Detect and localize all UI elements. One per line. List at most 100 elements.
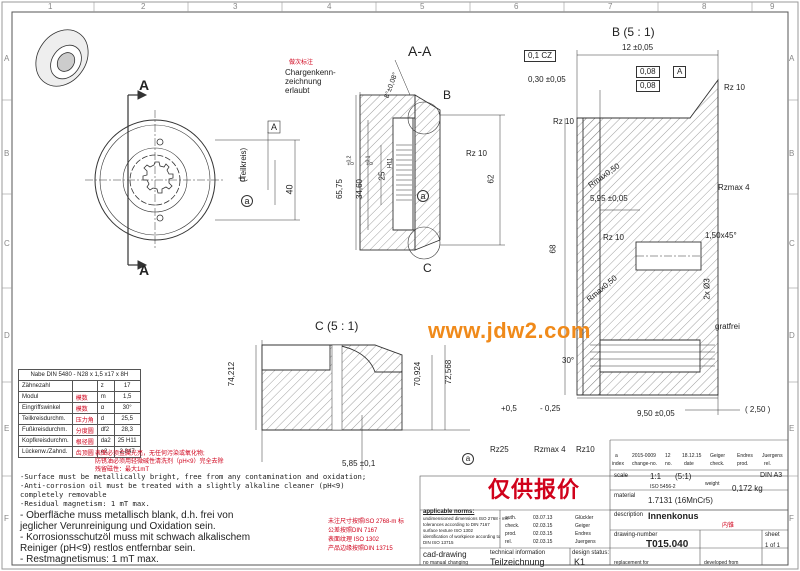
note-en-3: completely removable (20, 490, 107, 499)
dim-950: 9,50 ±0,05 (637, 409, 675, 418)
rev-h-no: no. (665, 461, 672, 467)
description-value: Innenkonus (648, 511, 699, 521)
note-red-small-4: 产品边缘按照DIN 13715 (328, 546, 393, 552)
scale-label: scale (614, 473, 629, 479)
dim-72: 72,568 (444, 359, 454, 385)
nabe-name: Zähnezahl (18, 380, 73, 392)
grid-row-a-right: A (789, 54, 795, 63)
rev-h-prod: prod. (737, 461, 749, 467)
roughness-rz25: Rz25 (490, 445, 509, 454)
nabe-sym: α (96, 402, 115, 414)
nabe-val: 25 H11 (113, 435, 141, 447)
dim-250: ( 2,50 ) (745, 405, 771, 414)
note-de-2: jeglicher Verunreinigung und Oxidation s… (20, 521, 216, 532)
grid-row-a: A (4, 54, 10, 63)
rev-h-change: change-no. (632, 461, 658, 467)
norms-line-5: DIN ISO 13715 (423, 540, 454, 545)
circularity-ref: A (673, 66, 687, 78)
design-status: K1 (574, 557, 586, 567)
rzmax4-b: Rzmax 4 (718, 183, 750, 192)
nabe-sym: z (96, 380, 115, 392)
grid-col-6: 6 (514, 2, 519, 11)
surface-a-section: a (417, 190, 429, 202)
nabe-name: Modul (18, 391, 73, 403)
nabe-cn: 压力角 (71, 413, 98, 425)
weight-value: 0,172 kg (732, 484, 763, 493)
applicable-norms: applicable norms: (423, 509, 475, 515)
norms-line-1: undimensioned dimensions ISO 2768 - mK (423, 516, 509, 521)
rev-no: 12 (665, 453, 671, 459)
norms-line-4: identification of workpiece according to (423, 534, 501, 539)
grid-col-7: 7 (608, 2, 613, 11)
scale-alt: (5:1) (675, 472, 692, 481)
dim-70: 70,924 (413, 361, 423, 387)
annotation-red: 做次标注 (289, 60, 314, 66)
section-a-a (355, 59, 505, 260)
grid-col-2: 2 (141, 2, 146, 11)
dim-030: 0,30 ±0,05 (528, 75, 566, 84)
front-view (85, 90, 300, 270)
nabe-sym: da2 (96, 435, 115, 447)
nabe-cn: 根径圆 (71, 435, 98, 447)
note-red-2: 防锈油必须用轻微碱性清洗剂（pH<9）完全去除 (95, 459, 224, 465)
nabe-val: 30° (113, 402, 141, 414)
rev-h-index: index (612, 461, 624, 467)
name-rel: Juergens (575, 539, 596, 545)
replacement-for: replacement for (614, 560, 649, 566)
detail-b-marker: B (443, 88, 452, 102)
rev-prod: Endres (737, 453, 753, 459)
rz10-b-left: Rz 10 (553, 117, 574, 126)
iso-label: ISO 5456-2 (650, 484, 676, 490)
nabe-cn: 分度圆 (71, 424, 98, 436)
roughness-a: a (462, 453, 474, 465)
grid-col-3: 3 (233, 2, 238, 11)
nabe-sym: df2 (96, 424, 115, 436)
role-rel: rel. (505, 539, 512, 545)
runout-frame: 0,08 (636, 80, 660, 92)
tol-plus05: +0,5 (501, 404, 517, 413)
dim-68: 68 (548, 244, 558, 254)
rev-h-date: date (684, 461, 694, 467)
tech-info: technical information (490, 550, 546, 556)
material-label: material (614, 493, 636, 499)
watermark: www.jdw2.com (428, 318, 591, 343)
note-red-small-1: 未注尺寸按照ISO 2768-m 标 (328, 519, 405, 525)
description-cn: 内锥 (722, 523, 735, 529)
detail-b-title: B (5 : 1) (612, 25, 655, 39)
note-red-3: 残留磁性：最大1mT (95, 467, 150, 473)
no-manual: no manual changing (423, 560, 469, 566)
grid-col-5: 5 (420, 2, 425, 11)
rev-change: 2015-0009 (632, 453, 656, 459)
nabe-val: 25,5 (113, 413, 141, 425)
grid-col-9: 9 (770, 2, 775, 11)
surface-a-front: a (241, 195, 253, 207)
name-check: Geiger (575, 523, 591, 529)
note-red-small-3: 表面纹理 ISO 1302 (328, 537, 380, 543)
charge-line-1: Chargenkenn- (285, 68, 336, 77)
gratfrei: gratfrei (715, 322, 740, 331)
sheet-label: sheet (765, 532, 780, 538)
nabe-val: 17 (113, 380, 141, 392)
dim-585: 5,85 ±0,1 (342, 459, 376, 468)
rev-check: Geiger (710, 453, 726, 459)
note-en-2: -Anti-corrosion oil must be treated with… (20, 481, 345, 490)
name-auth: Glückler (575, 515, 594, 521)
name-prod: Endres (575, 531, 591, 537)
grid-col-8: 8 (702, 2, 707, 11)
nabe-sym: d (96, 413, 115, 425)
dim-25-tol: H11 (387, 157, 394, 169)
note-de-4: Reiniger (pH<9) restlos entfernbar sein. (20, 543, 196, 554)
grid-col-4: 4 (327, 2, 332, 11)
roughness-rz10: Rz10 (576, 445, 595, 454)
grid-row-c: C (4, 239, 10, 248)
role-auth: auth. (505, 515, 517, 521)
rev-rel: Juergens (762, 453, 783, 459)
dim-25: 25 (377, 171, 387, 181)
nabe-val: 28,3 (113, 424, 141, 436)
nabe-cn: 模数 (71, 402, 98, 414)
